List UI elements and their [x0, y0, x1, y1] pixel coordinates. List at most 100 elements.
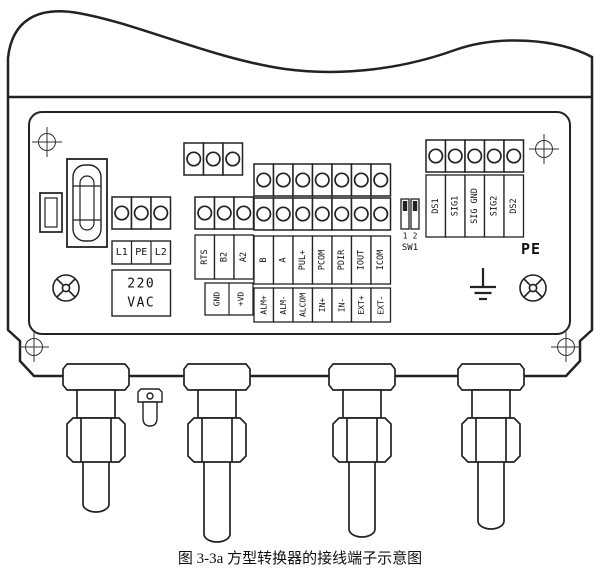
io-label: EXT-	[376, 295, 385, 314]
terminal-screw[interactable]	[222, 142, 244, 176]
terminal-screw[interactable]	[311, 163, 333, 197]
terminal-screw[interactable]	[213, 196, 235, 230]
terminal-screw[interactable]	[331, 163, 353, 197]
io-label-box	[370, 287, 392, 323]
terminal-screw[interactable]	[331, 197, 353, 231]
io-label: IOUT	[356, 250, 366, 270]
terminal-screw[interactable]	[202, 142, 224, 176]
power-label: L2	[155, 247, 167, 258]
comm-terminal-block: RTS B2 A2 GND +VD	[194, 196, 255, 316]
dip-pin-label: 2	[413, 232, 418, 241]
voltage-unit: VAC	[127, 296, 155, 311]
earth-area: PE	[470, 240, 541, 301]
terminal-screw[interactable]	[111, 196, 133, 230]
terminal-screw[interactable]	[272, 163, 294, 197]
cable	[477, 462, 505, 530]
screw-head-icon[interactable]	[52, 274, 80, 302]
terminal-screw[interactable]	[350, 197, 372, 231]
terminal-screw[interactable]	[253, 163, 275, 197]
cable-gland	[328, 363, 396, 538]
figure-caption: 图 3-3a 方型转换器的接线端子示意图	[178, 549, 422, 567]
top-cover-wavy-edge	[6, 10, 594, 97]
dip-switch-2[interactable]	[410, 198, 420, 230]
sensor-label-box	[503, 174, 525, 238]
terminal-screw[interactable]	[150, 196, 172, 230]
terminal-screw[interactable]	[272, 197, 294, 231]
blanking-plug	[137, 388, 163, 427]
pe-label: PE	[521, 240, 541, 258]
dip-switch-1-slider[interactable]	[402, 201, 408, 211]
dip-switch-name: SW1	[402, 243, 418, 253]
terminal-screw[interactable]	[483, 139, 505, 173]
io-label: ALCOM	[298, 293, 307, 317]
voltage-box	[111, 269, 172, 317]
comm-label: B2	[219, 252, 229, 262]
sensor-label: DS2	[509, 198, 519, 213]
aux-label: +VD	[237, 292, 246, 307]
ground-symbol-icon	[470, 268, 496, 301]
io-label-row1: B A PUL+ PCOM PDIR IOUT ICOM	[253, 235, 392, 285]
terminal-screw[interactable]	[425, 139, 447, 173]
upper-terminal-block	[183, 142, 244, 176]
terminal-screw[interactable]	[370, 163, 392, 197]
io-label: ALM+	[259, 295, 268, 314]
terminal-screw[interactable]	[194, 196, 216, 230]
io-label: PCOM	[317, 250, 327, 270]
sensor-terminal-block: DS1 SIG1 SIG GND SIG2 DS2	[425, 139, 525, 238]
comm-label: A2	[239, 252, 249, 262]
dip-switch-2-slider[interactable]	[412, 201, 418, 211]
aux-label: GND	[213, 292, 222, 307]
power-label: L1	[116, 247, 128, 258]
terminal-screw[interactable]	[444, 139, 466, 173]
io-label-row2: ALM+ ALM- ALCOM IN+ IN- EXT+ EXT-	[253, 287, 392, 323]
terminal-screw[interactable]	[464, 139, 486, 173]
cable-gland	[62, 363, 130, 513]
power-terminal-block: L1 PE L2 220 VAC	[111, 196, 172, 317]
io-label: IN+	[318, 298, 327, 313]
terminal-screw[interactable]	[370, 197, 392, 231]
terminal-screw[interactable]	[130, 196, 152, 230]
terminal-screw[interactable]	[292, 197, 314, 231]
io-label: ALM-	[279, 295, 288, 314]
io-terminal-block: B A PUL+ PCOM PDIR IOUT ICOM ALM+ ALM- A…	[253, 163, 392, 323]
io-label: PUL+	[298, 250, 308, 270]
io-label: ICOM	[376, 250, 386, 270]
cable	[82, 462, 110, 513]
power-label-box	[111, 240, 172, 265]
power-label: PE	[135, 247, 147, 258]
comm-label: RTS	[200, 249, 210, 264]
terminal-screw[interactable]	[183, 142, 205, 176]
terminal-screw[interactable]	[292, 163, 314, 197]
cable	[203, 462, 231, 543]
gland-body	[457, 363, 525, 463]
dip-switch-sw1: 1 2 SW1	[400, 198, 420, 253]
dip-pin-label: 1	[403, 232, 408, 241]
cable	[348, 462, 376, 538]
cable-gland	[457, 363, 525, 530]
gland-body	[62, 363, 130, 463]
screw-head-icon[interactable]	[519, 274, 547, 302]
cable-gland	[183, 363, 251, 543]
gland-body	[328, 363, 396, 463]
terminal-screw[interactable]	[233, 196, 255, 230]
gland-body	[183, 363, 251, 463]
io-label: EXT+	[357, 295, 366, 314]
cable-glands	[62, 363, 525, 543]
fuse-assembly	[39, 158, 108, 248]
io-label: IN-	[337, 298, 346, 312]
sensor-label: SIG GND	[470, 188, 480, 224]
terminal-screw[interactable]	[350, 163, 372, 197]
io-label: PDIR	[337, 249, 347, 270]
terminal-screw[interactable]	[311, 197, 333, 231]
io-label: B	[259, 257, 269, 262]
dip-switch-1[interactable]	[400, 198, 410, 230]
terminal-screw[interactable]	[503, 139, 525, 173]
sensor-label: DS1	[431, 198, 441, 213]
terminal-screw[interactable]	[253, 197, 275, 231]
sensor-label: SIG1	[450, 196, 460, 216]
io-label-box	[370, 235, 392, 285]
fuse-cartridge	[79, 175, 95, 231]
io-label: A	[278, 257, 288, 262]
